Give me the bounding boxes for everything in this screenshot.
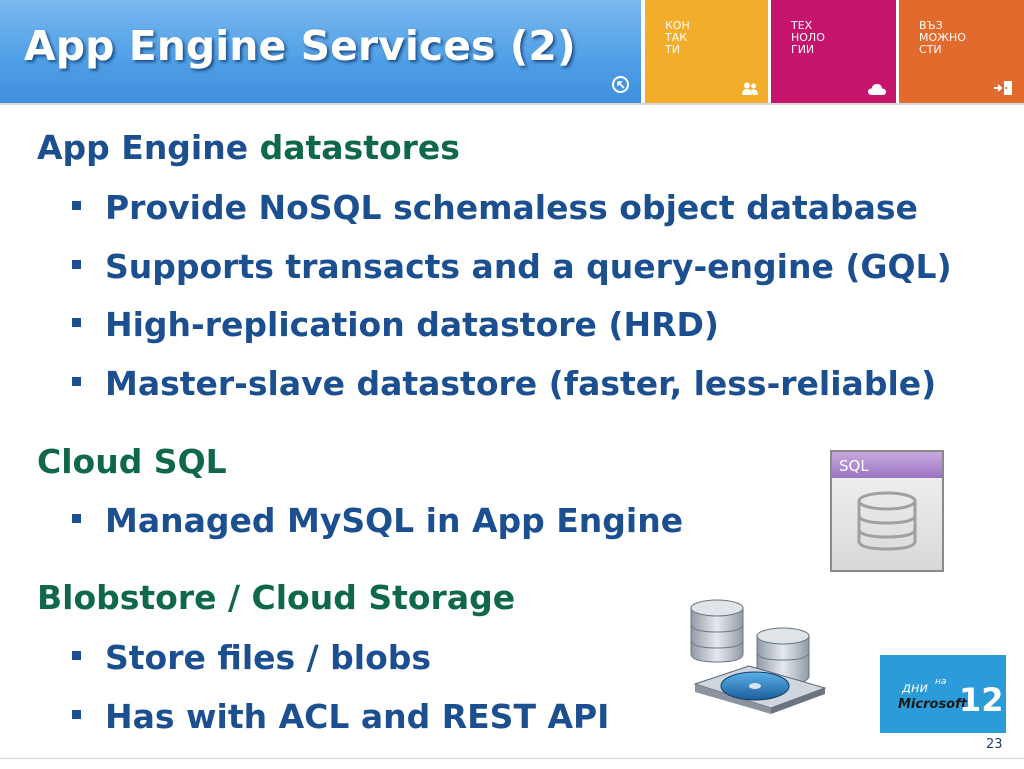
bullet-square-icon [72, 651, 81, 660]
bullet-item: Has with ACL and REST API [72, 697, 609, 736]
tile-technologies[interactable]: ТЕХ НОЛО ГИИ [771, 0, 896, 103]
tile-contacts-line: ТИ [665, 43, 680, 56]
bullet-square-icon [72, 260, 81, 269]
bullet-item: Master-slave datastore (faster, less-rel… [72, 364, 936, 403]
logo-number: 12 [959, 681, 1004, 719]
section-heading-blobstore: Blobstore / Cloud Storage [37, 578, 516, 617]
back-arrow-icon[interactable] [612, 76, 629, 93]
slide-header: App Engine Services (2) КОН ТАК ТИ ТЕХ Н… [0, 0, 1024, 103]
sql-label: SQL [839, 457, 869, 475]
heading-part-datastores: datastores [259, 128, 460, 167]
tile-opportunities-line: ВЪЗ [919, 19, 943, 32]
tile-technologies-line: ГИИ [791, 43, 815, 56]
logo-word: дни [902, 681, 928, 696]
tile-contacts[interactable]: КОН ТАК ТИ [645, 0, 768, 103]
cloud-icon [868, 84, 886, 95]
logo-brand: Microsoft [898, 697, 967, 712]
bullet-text: Managed MySQL in App Engine [105, 501, 684, 540]
bullet-square-icon [72, 201, 81, 210]
exit-icon [994, 81, 1012, 95]
footer-rule [0, 758, 1024, 769]
bullet-item: Supports transacts and a query-engine (G… [72, 247, 952, 286]
title-bar: App Engine Services (2) [0, 0, 641, 103]
bullet-item: Store files / blobs [72, 638, 431, 677]
people-icon [742, 82, 758, 95]
bullet-text: Master-slave datastore (faster, less-rel… [105, 364, 937, 403]
bullet-square-icon [72, 514, 81, 523]
heading-part-app-engine: App Engine [37, 128, 249, 167]
bullet-text: Provide NoSQL schemaless object database [105, 188, 918, 227]
tile-contacts-line: ТАК [665, 31, 688, 44]
logo-na: на [935, 677, 947, 687]
tile-technologies-line: НОЛО [791, 31, 825, 44]
tile-opportunities-line: СТИ [919, 43, 942, 56]
tile-opportunities[interactable]: ВЪЗ МОЖНО СТИ [899, 0, 1024, 103]
tile-technologies-line: ТЕХ [791, 19, 813, 32]
sql-database-icon: SQL [830, 450, 944, 572]
bullet-square-icon [72, 710, 81, 719]
bullet-item: High-replication datastore (HRD) [72, 305, 719, 344]
event-logo: дни на Microsoft 12 [880, 655, 1006, 733]
storage-database-icon [690, 599, 827, 714]
bullet-item: Provide NoSQL schemaless object database [72, 188, 918, 227]
tile-contacts-line: КОН [665, 19, 690, 32]
section-heading-datastores: App Engine datastores [37, 128, 460, 167]
bullet-text: High-replication datastore (HRD) [105, 305, 719, 344]
bullet-item: Managed MySQL in App Engine [72, 501, 683, 540]
slide-title: App Engine Services (2) [24, 22, 576, 70]
bullet-text: Has with ACL and REST API [105, 697, 610, 736]
page-number: 23 [986, 737, 1003, 752]
header-divider [0, 103, 1024, 105]
bullet-square-icon [72, 318, 81, 327]
bullet-text: Supports transacts and a query-engine (G… [105, 247, 952, 286]
section-heading-cloud-sql: Cloud SQL [37, 442, 227, 481]
tile-opportunities-line: МОЖНО [919, 31, 966, 44]
bullet-square-icon [72, 377, 81, 386]
bullet-text: Store files / blobs [105, 638, 432, 677]
